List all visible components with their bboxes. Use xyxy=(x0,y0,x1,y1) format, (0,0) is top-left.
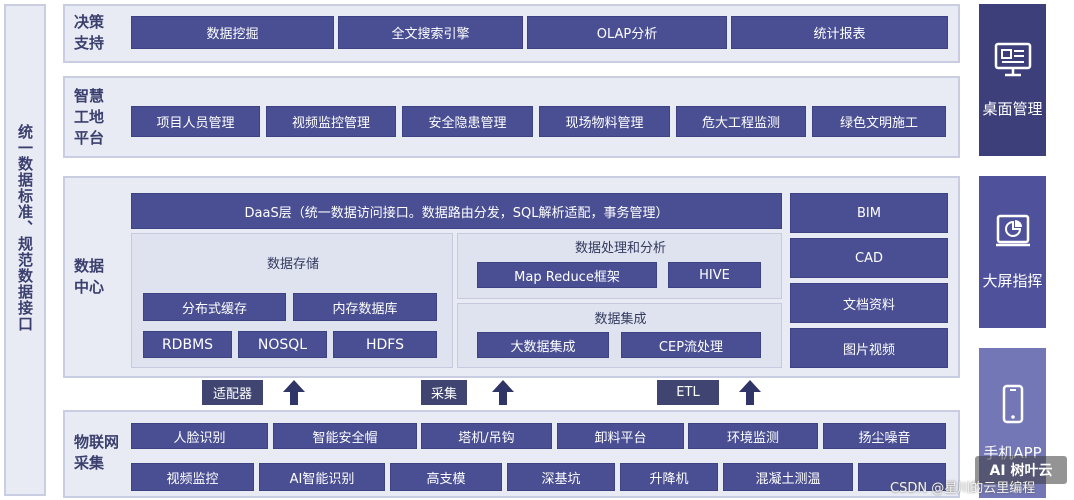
block-personnel-mgmt: 项目人员管理 xyxy=(131,106,260,137)
block-video-monitor: 视频监控 xyxy=(131,463,254,491)
data-storage-title: 数据存储 xyxy=(266,257,319,272)
up-arrow-icon xyxy=(738,379,762,410)
data-processing-title: 数据处理和分析 xyxy=(574,241,666,256)
block-face-recognition: 人脸识别 xyxy=(131,423,268,449)
mobile-icon xyxy=(993,384,1033,428)
right-panel-desktop: 桌面管理 xyxy=(979,4,1046,156)
block-env-monitor: 环境监测 xyxy=(688,423,818,449)
block-tower-crane: 塔机/吊钩 xyxy=(421,423,552,449)
block-ai-recognition: AI智能识别 xyxy=(259,463,385,491)
block-documents: 文档资料 xyxy=(790,283,948,323)
data-integration-title: 数据集成 xyxy=(594,312,647,327)
right-panel-big-screen-label: 大屏指挥 xyxy=(982,272,1043,290)
block-distributed-cache: 分布式缓存 xyxy=(143,293,286,321)
block-unloading-platform: 卸料平台 xyxy=(557,423,684,449)
block-map-reduce: Map Reduce框架 xyxy=(477,262,657,288)
block-fulltext-search: 全文搜索引擎 xyxy=(338,16,523,49)
block-big-data-integration: 大数据集成 xyxy=(477,332,609,358)
block-olap: OLAP分析 xyxy=(527,16,727,49)
up-arrow-icon xyxy=(491,379,515,410)
tag-adapter: 适配器 xyxy=(202,380,263,405)
block-statistics-report: 统计报表 xyxy=(731,16,948,49)
left-standard-panel: 统一数据标准、规范数据接口 xyxy=(4,4,46,496)
block-data-mining: 数据挖掘 xyxy=(131,16,334,49)
desktop-icon xyxy=(993,40,1033,84)
block-dust-noise: 扬尘噪音 xyxy=(823,423,946,449)
watermark-logo: AI 树叶云 xyxy=(975,456,1067,484)
data-center-label: 数据 中心 xyxy=(74,257,105,296)
right-panel-big-screen: 大屏指挥 xyxy=(979,176,1046,328)
decision-support-label: 决策 支持 xyxy=(74,13,105,52)
block-rdbms: RDBMS xyxy=(143,331,232,358)
tag-collect: 采集 xyxy=(421,380,467,405)
block-deep-pit: 深基坑 xyxy=(507,463,615,491)
block-hdfs: HDFS xyxy=(333,331,437,358)
tag-etl: ETL xyxy=(657,380,719,405)
watermark-logo-text: AI 树叶云 xyxy=(989,463,1053,479)
block-video-mgmt: 视频监控管理 xyxy=(266,106,396,137)
up-arrow-icon xyxy=(282,379,306,410)
block-hazard-monitor: 危大工程监测 xyxy=(676,106,806,137)
block-hive: HIVE xyxy=(668,262,761,288)
iot-label: 物联网 采集 xyxy=(74,433,120,472)
block-images-video: 图片视频 xyxy=(790,328,948,368)
smart-site-label: 智慧 工地 平台 xyxy=(74,87,105,147)
block-high-formwork: 高支模 xyxy=(390,463,502,491)
right-panel-desktop-label: 桌面管理 xyxy=(982,100,1043,118)
block-daas-layer: DaaS层（统一数据访问接口。数据路由分发，SQL解析适配，事务管理） xyxy=(131,193,782,229)
block-concrete-temp: 混凝土测温 xyxy=(723,463,853,491)
block-safety-mgmt: 安全隐患管理 xyxy=(402,106,533,137)
block-material-mgmt: 现场物料管理 xyxy=(539,106,670,137)
block-in-memory-db: 内存数据库 xyxy=(293,293,437,321)
block-smart-helmet: 智能安全帽 xyxy=(273,423,417,449)
block-green-construction: 绿色文明施工 xyxy=(812,106,946,137)
watermark-text: CSDN @星川的云里编程 xyxy=(890,481,1036,496)
block-cep-stream: CEP流处理 xyxy=(621,332,761,358)
block-elevator: 升降机 xyxy=(620,463,718,491)
big-screen-icon xyxy=(993,212,1033,256)
block-bim: BIM xyxy=(790,193,948,233)
block-extra xyxy=(858,463,946,491)
block-cad: CAD xyxy=(790,238,948,278)
block-nosql: NOSQL xyxy=(238,331,327,358)
left-standard-label: 统一数据标准、规范数据接口 xyxy=(16,124,34,332)
